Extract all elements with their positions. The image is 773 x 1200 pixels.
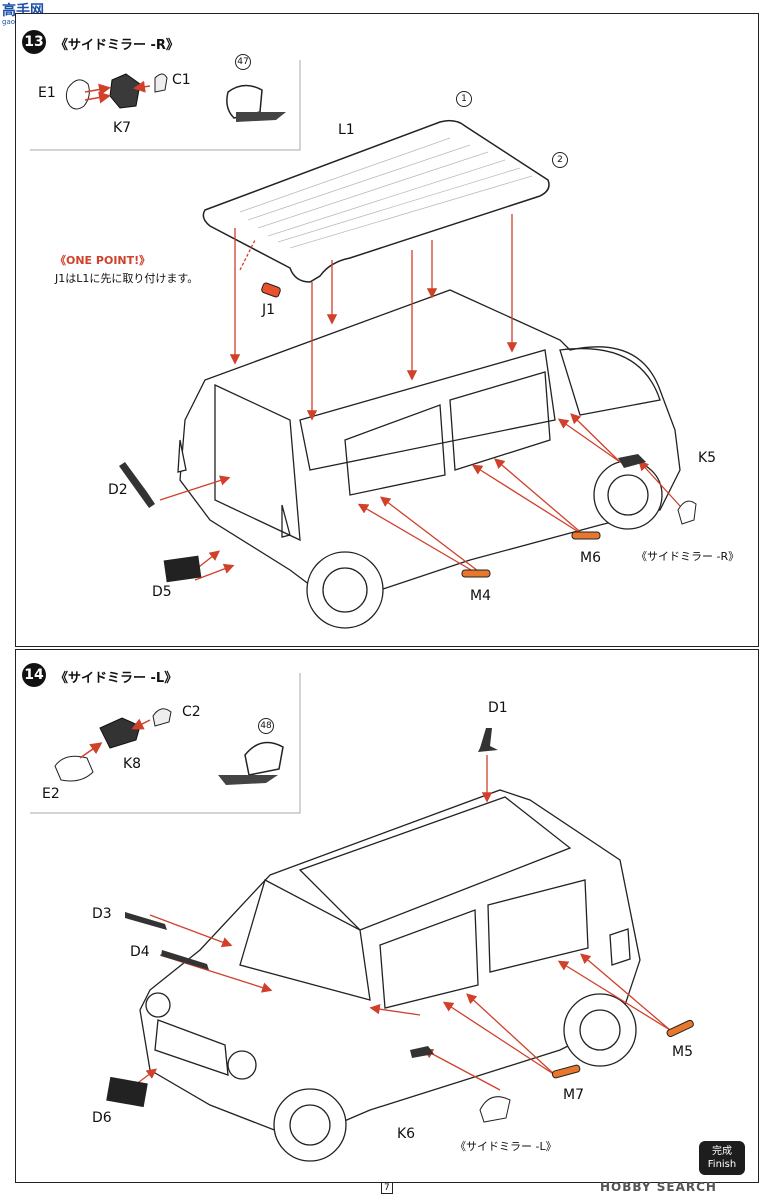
label-m6: M6 bbox=[580, 550, 601, 566]
part-d3-shape bbox=[125, 912, 167, 930]
mirror-l-assembled bbox=[244, 741, 284, 776]
part-d2-shape bbox=[119, 462, 155, 508]
mirror-l-part bbox=[479, 1096, 511, 1123]
label-d4: D4 bbox=[130, 944, 150, 960]
part-k7-shape bbox=[109, 73, 141, 109]
part-c1-shape bbox=[154, 73, 168, 93]
part-e2-shape bbox=[54, 755, 94, 782]
label-d6: D6 bbox=[92, 1110, 112, 1126]
label-d1: D1 bbox=[488, 700, 508, 716]
one-point-text: J1はL1に先に取り付けます。 bbox=[55, 272, 199, 285]
part-j1-shape bbox=[261, 282, 281, 298]
step-13-number: 13 bbox=[22, 30, 46, 54]
label-c1: C1 bbox=[172, 72, 191, 88]
label-k7: K7 bbox=[113, 120, 132, 136]
label-m5: M5 bbox=[672, 1044, 693, 1060]
part-m6-shape bbox=[571, 531, 601, 540]
label-m4: M4 bbox=[470, 588, 491, 604]
step-14-number: 14 bbox=[22, 663, 46, 687]
part-e1-shape bbox=[65, 79, 90, 110]
part-d1-shape bbox=[478, 728, 498, 752]
part-d4-shape bbox=[161, 950, 209, 970]
mirror-r-part bbox=[677, 500, 697, 525]
step-13-title: 《サイドミラー -R》 bbox=[55, 38, 179, 53]
part-d6-shape bbox=[106, 1076, 148, 1108]
mirror-r-caption: 《サイドミラー -R》 bbox=[636, 550, 740, 563]
front-headlight-left bbox=[145, 992, 171, 1018]
label-k5: K5 bbox=[698, 450, 717, 466]
label-m7: M7 bbox=[563, 1087, 584, 1103]
roof-part-l1 bbox=[202, 119, 550, 283]
part-m5-shape bbox=[666, 1019, 694, 1038]
part-m4-shape bbox=[461, 569, 491, 578]
step-14-panel bbox=[15, 649, 759, 1183]
label-e1: E1 bbox=[38, 85, 56, 101]
car-body-front-view bbox=[139, 789, 641, 1162]
part-d5-shape bbox=[163, 555, 202, 583]
label-j1: J1 bbox=[262, 302, 276, 318]
part-m7-shape bbox=[551, 1064, 581, 1079]
car-body-rear-view bbox=[177, 289, 681, 629]
part-k5-shape bbox=[618, 454, 646, 468]
label-d3: D3 bbox=[92, 906, 112, 922]
label-l1: L1 bbox=[338, 122, 355, 138]
one-point-heading: 《ONE POINT!》 bbox=[55, 254, 151, 267]
rear-wheel-l bbox=[563, 993, 637, 1067]
roof-point-1: 1 bbox=[456, 91, 472, 107]
page-number: 7 bbox=[381, 1182, 393, 1194]
ref-number-47: 47 bbox=[235, 54, 251, 70]
rear-wheel bbox=[306, 551, 384, 629]
mirror-l-caption: 《サイドミラー -L》 bbox=[455, 1140, 557, 1153]
label-e2: E2 bbox=[42, 786, 60, 802]
ref-number-48: 48 bbox=[258, 718, 274, 734]
label-k8: K8 bbox=[123, 756, 142, 772]
label-k6: K6 bbox=[397, 1126, 416, 1142]
watermark: HOBBY SEARCH bbox=[600, 1180, 717, 1194]
part-k8-shape bbox=[99, 717, 141, 749]
mirror-l-inset bbox=[30, 673, 301, 814]
label-d5: D5 bbox=[152, 584, 172, 600]
front-wheel bbox=[593, 460, 663, 530]
part-c2-shape bbox=[152, 708, 172, 727]
roof-point-2: 2 bbox=[552, 152, 568, 168]
label-d2: D2 bbox=[108, 482, 128, 498]
label-c2: C2 bbox=[182, 704, 201, 720]
finish-badge: 完成 Finish bbox=[699, 1141, 745, 1175]
part-k6-shape bbox=[410, 1046, 434, 1058]
front-wheel-l bbox=[273, 1088, 347, 1162]
front-headlight-right bbox=[227, 1050, 257, 1080]
step-14-title: 《サイドミラー -L》 bbox=[55, 671, 178, 686]
mirror-r-inset bbox=[30, 60, 301, 151]
